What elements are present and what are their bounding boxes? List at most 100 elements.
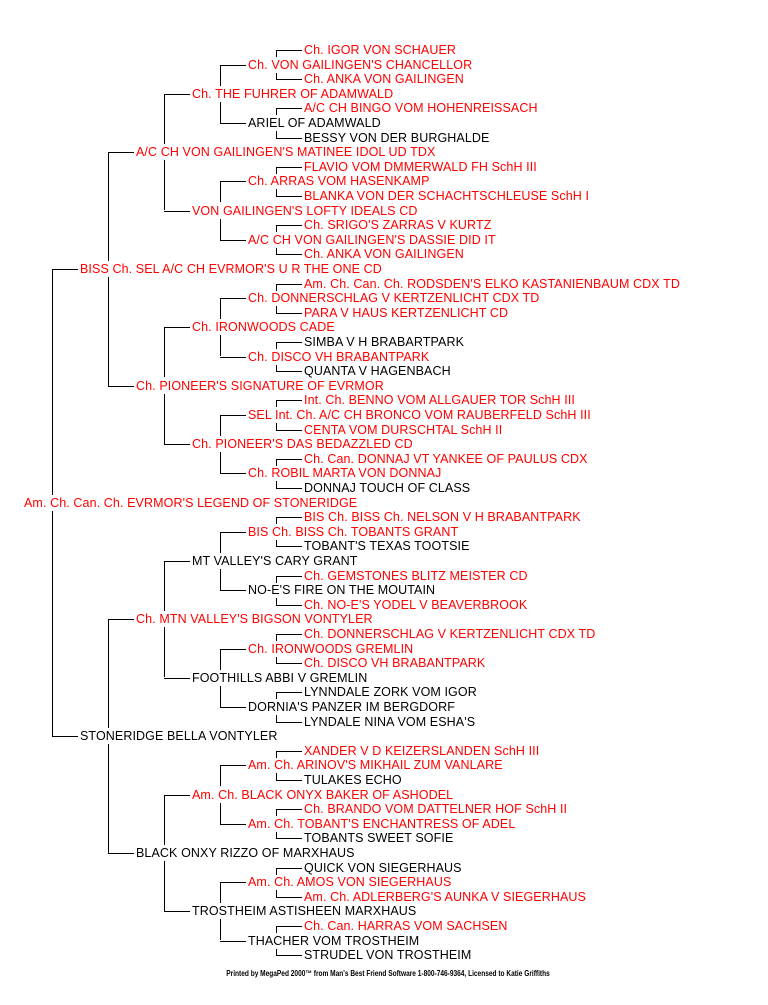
- dam-connector-vertical: [276, 73, 277, 80]
- dam-connector-vertical: [220, 569, 221, 590]
- sire-connector-horizontal: [220, 415, 246, 416]
- ancestor-name-gen5: BLANKA VON DER SCHACHTSCHLEUSE SchH I: [304, 189, 590, 203]
- dam-connector-horizontal: [276, 546, 302, 547]
- sire-connector-horizontal: [164, 327, 190, 328]
- ancestor-name-gen5: TULAKES ECHO: [304, 773, 402, 787]
- sire-connector-horizontal: [276, 751, 302, 752]
- sire-connector-vertical: [164, 327, 165, 377]
- ancestor-name-gen4: NO-E'S FIRE ON THE MOUTAIN: [248, 583, 436, 598]
- sire-connector-vertical: [276, 868, 277, 875]
- ancestor-name-gen3: FOOTHILLS ABBI V GREMLIN: [192, 670, 368, 685]
- ancestor-name-gen4: Am. Ch. TOBANT'S ENCHANTRESS OF ADEL: [248, 816, 516, 831]
- ancestor-name-gen4: Ch. DONNERSCHLAG V KERTZENLICHT CDX TD: [248, 291, 540, 306]
- ancestor-name-gen5: STRUDEL VON TROSTHEIM: [304, 948, 472, 963]
- dam-connector-vertical: [108, 277, 109, 386]
- dam-connector-horizontal: [276, 430, 302, 431]
- ancestor-name-gen4: Ch. DISCO VH BRABANTPARK: [248, 349, 430, 364]
- sire-connector-horizontal: [108, 152, 134, 153]
- ancestor-name-gen5: Ch. ANKA VON GAILINGEN: [304, 247, 464, 262]
- sire-connector-horizontal: [276, 576, 302, 577]
- dam-connector-vertical: [276, 481, 277, 488]
- dam-connector-vertical: [276, 598, 277, 605]
- dam-connector-horizontal: [276, 897, 302, 898]
- ancestor-name-gen3: MT VALLEY'S CARY GRANT: [192, 554, 358, 568]
- sire-connector-horizontal: [276, 868, 302, 869]
- ancestor-name-gen5: Ch. DONNERSCHLAG V KERTZENLICHT CDX TD: [304, 627, 596, 641]
- ancestor-name-gen3: Ch. THE FUHRER OF ADAMWALD: [192, 86, 394, 101]
- dam-connector-horizontal: [276, 838, 302, 839]
- sire-connector-horizontal: [220, 882, 246, 883]
- sire-connector-horizontal: [276, 517, 302, 518]
- dam-connector-vertical: [276, 306, 277, 313]
- ancestor-name-gen5: Int. Ch. BENNO VOM ALLGAUER TOR SchH III: [304, 393, 575, 408]
- dam-connector-horizontal: [276, 196, 302, 197]
- sire-connector-vertical: [276, 576, 277, 583]
- dam-connector-horizontal: [220, 590, 246, 591]
- ancestor-name-gen5: A/C CH BINGO VOM HOHENREISSACH: [304, 101, 538, 116]
- sire-connector-vertical: [220, 65, 221, 86]
- dam-connector-vertical: [220, 452, 221, 473]
- ancestor-name-gen5: XANDER V D KEIZERSLANDEN SchH III: [304, 743, 540, 758]
- sire-connector-horizontal: [276, 459, 302, 460]
- sire-connector-horizontal: [220, 532, 246, 533]
- ancestor-name-gen2: BLACK ONXY RIZZO OF MARXHAUS: [136, 846, 355, 860]
- sire-connector-vertical: [276, 108, 277, 115]
- ancestor-name-gen5: Ch. IGOR VON SCHAUER: [304, 43, 457, 57]
- ancestor-name-gen5: Ch. Can. DONNAJ VT YANKEE OF PAULUS CDX: [304, 451, 588, 466]
- dam-connector-horizontal: [276, 780, 302, 781]
- ancestor-name-gen4: Ch. ROBIL MARTA VON DONNAJ: [248, 466, 442, 481]
- ancestor-name-gen5: SIMBA V H BRABARTPARK: [304, 335, 465, 349]
- dam-connector-horizontal: [220, 473, 246, 474]
- dam-connector-vertical: [276, 949, 277, 956]
- sire-connector-vertical: [276, 809, 277, 816]
- sire-connector-vertical: [220, 181, 221, 202]
- ancestor-name-gen2: Ch. PIONEER'S SIGNATURE OF EVRMOR: [136, 378, 384, 393]
- sire-connector-horizontal: [164, 561, 190, 562]
- sire-connector-vertical: [276, 692, 277, 699]
- dam-connector-vertical: [276, 773, 277, 780]
- ancestor-name-gen3: TROSTHEIM ASTISHEEN MARXHAUS: [192, 904, 417, 919]
- ancestor-name-gen4: Ch. ARRAS VOM HASENKAMP: [248, 174, 430, 189]
- sire-connector-horizontal: [52, 269, 78, 270]
- ancestor-name-gen4: Ch. IRONWOODS GREMLIN: [248, 641, 414, 656]
- ancestor-name-gen1: STONERIDGE BELLA VONTYLER: [80, 729, 278, 744]
- dam-connector-horizontal: [164, 211, 190, 212]
- sire-connector-horizontal: [276, 692, 302, 693]
- sire-connector-horizontal: [276, 926, 302, 927]
- dam-connector-vertical: [276, 423, 277, 430]
- ancestor-name-gen4: BIS Ch. BISS Ch. TOBANTS GRANT: [248, 524, 459, 539]
- ancestor-name-gen5: LYNNDALE ZORK VOM IGOR: [304, 685, 477, 700]
- sire-connector-vertical: [276, 459, 277, 466]
- ancestor-name-gen4: A/C CH VON GAILINGEN'S DASSIE DID IT: [248, 232, 496, 247]
- dam-connector-vertical: [276, 657, 277, 664]
- ancestor-name-gen5: Ch. SRIGO'S ZARRAS V KURTZ: [304, 218, 492, 233]
- ancestor-name-gen3: Ch. IRONWOODS CADE: [192, 320, 335, 335]
- ancestor-name-gen2: A/C CH VON GAILINGEN'S MATINEE IDOL UD T…: [136, 145, 436, 160]
- ancestor-name-gen4: THACHER VOM TROSTHEIM: [248, 933, 420, 948]
- dam-connector-horizontal: [220, 357, 246, 358]
- ancestor-name-gen3: Am. Ch. BLACK ONYX BAKER OF ASHODEL: [192, 787, 454, 802]
- dam-connector-vertical: [220, 919, 221, 940]
- ancestor-name-gen5: LYNDALE NINA VOM ESHA'S: [304, 714, 476, 729]
- ancestor-name-gen5: Ch. ANKA VON GAILINGEN: [304, 72, 464, 87]
- ancestor-name-gen3: Ch. PIONEER'S DAS BEDAZZLED CD: [192, 437, 413, 452]
- sire-connector-vertical: [164, 94, 165, 144]
- dam-connector-horizontal: [220, 824, 246, 825]
- sire-connector-horizontal: [276, 284, 302, 285]
- ancestor-name-gen5: BESSY VON DER BURGHALDE: [304, 130, 490, 145]
- sire-connector-horizontal: [220, 181, 246, 182]
- ancestor-name-gen4: Ch. VON GAILINGEN'S CHANCELLOR: [248, 57, 473, 72]
- dam-connector-horizontal: [276, 79, 302, 80]
- sire-connector-vertical: [220, 649, 221, 670]
- dam-connector-vertical: [276, 131, 277, 138]
- dam-connector-horizontal: [164, 911, 190, 912]
- dam-connector-horizontal: [52, 736, 78, 737]
- ancestor-name-gen5: QUICK VON SIEGERHAUS: [304, 860, 462, 875]
- ancestor-name-gen4: Am. Ch. ARINOV'S MIKHAIL ZUM VANLARE: [248, 758, 503, 773]
- dam-connector-horizontal: [108, 853, 134, 854]
- dam-connector-vertical: [164, 394, 165, 444]
- dam-connector-vertical: [164, 627, 165, 677]
- dam-connector-horizontal: [220, 707, 246, 708]
- ancestor-name-gen5: Ch. NO-E'S YODEL V BEAVERBROOK: [304, 597, 528, 612]
- sire-connector-horizontal: [220, 65, 246, 66]
